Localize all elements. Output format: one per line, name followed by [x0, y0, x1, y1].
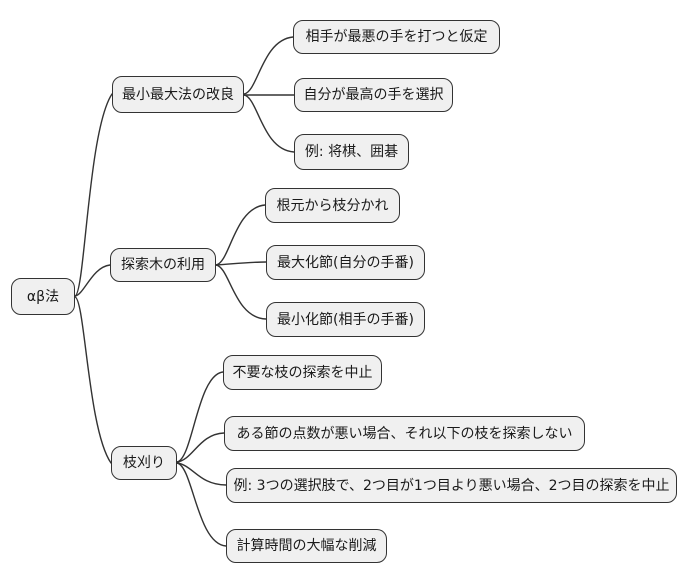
node-label: 例: 将棋、囲碁 [304, 144, 399, 160]
node-label: 例: 3つの選択肢で、2つ目が1つ目より悪い場合、2つ目の探索を中止 [233, 477, 670, 494]
leaf-example-shogi-go: 例: 将棋、囲碁 [294, 134, 409, 170]
edge-pruning-leaf-1 [176, 371, 224, 463]
edge-pruning-leaf-2 [176, 432, 225, 463]
node-label: 根元から枝分かれ [276, 197, 389, 214]
leaf-skip-subtree-of-bad-node: ある節の点数が悪い場合、それ以下の枝を探索しない [224, 416, 585, 451]
edge-pruning-leaf-4 [176, 462, 227, 547]
leaf-self-best-move-selection: 自分が最高の手を選択 [294, 78, 453, 112]
leaf-maximizing-node: 最大化節(自分の手番) [266, 245, 425, 280]
node-root-alphabeta: αβ法 [11, 278, 75, 315]
edge-minimax-leaf-3 [243, 94, 295, 153]
leaf-branching-from-root: 根元から枝分かれ [265, 188, 400, 223]
edge-search-tree-leaf-3 [215, 264, 267, 320]
node-label: 最小最大法の改良 [122, 86, 234, 103]
node-label: 最大化節(自分の手番) [277, 254, 414, 271]
branch-minimax-improvement: 最小最大法の改良 [112, 76, 244, 113]
leaf-minimizing-node: 最小化節(相手の手番) [266, 302, 425, 337]
leaf-stop-unnecessary-branch-search: 不要な枝の探索を中止 [223, 355, 382, 390]
edge-pruning-leaf-3 [176, 462, 227, 486]
node-label: 相手が最悪の手を打つと仮定 [305, 29, 488, 45]
leaf-large-reduction-of-computation-time: 計算時間の大幅な削減 [226, 529, 387, 563]
node-label: 枝刈り [123, 455, 165, 471]
node-label: 計算時間の大幅な削減 [236, 538, 377, 554]
branch-pruning: 枝刈り [111, 446, 177, 480]
node-label: 最小化節(相手の手番) [277, 311, 414, 328]
node-label: αβ法 [26, 288, 60, 305]
branch-search-tree-usage: 探索木の利用 [110, 248, 216, 282]
edge-search-tree-leaf-1 [215, 204, 266, 266]
leaf-example-three-choices: 例: 3つの選択肢で、2つ目が1つ目より悪い場合、2つ目の探索を中止 [226, 468, 677, 503]
node-label: ある節の点数が悪い場合、それ以下の枝を探索しない [236, 425, 573, 442]
edge-root-branch-search-tree [74, 264, 111, 297]
edge-root-branch-minimax [74, 93, 113, 297]
node-label: 自分が最高の手を選択 [303, 87, 444, 103]
node-label: 探索木の利用 [121, 257, 205, 273]
leaf-opponent-worst-move-assumption: 相手が最悪の手を打つと仮定 [293, 20, 500, 54]
node-label: 不要な枝の探索を中止 [232, 364, 373, 381]
edge-minimax-leaf-1 [243, 36, 294, 95]
edge-root-branch-pruning [74, 296, 112, 464]
edge-search-tree-leaf-2 [215, 261, 267, 266]
